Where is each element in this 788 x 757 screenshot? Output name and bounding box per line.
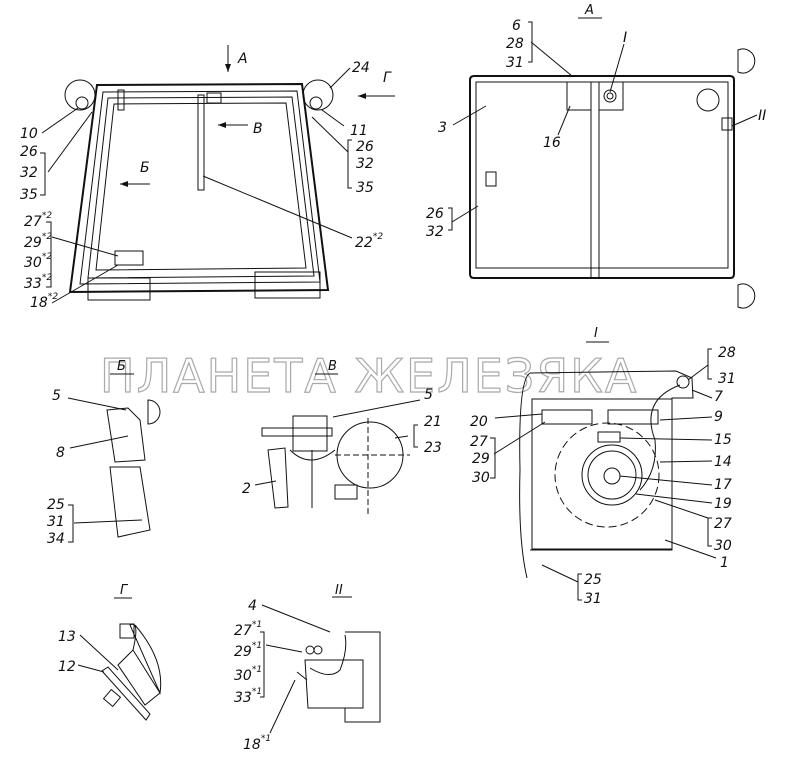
callout: 4 xyxy=(248,598,257,614)
arrow-label-a: А xyxy=(237,51,248,67)
callout: 3 xyxy=(438,120,447,136)
callout: 29 xyxy=(472,451,490,467)
callout: 8 xyxy=(56,445,65,461)
callout: 18*2 xyxy=(30,292,58,311)
arrow-label-g: Г xyxy=(383,70,392,86)
callout: 27 xyxy=(470,434,488,450)
callout: 35 xyxy=(20,187,38,203)
callout: 31 xyxy=(718,371,736,387)
callout: I xyxy=(623,30,627,46)
arrow-label-b: Б xyxy=(140,160,150,176)
view-i-title: I xyxy=(594,326,598,341)
callout: 25 xyxy=(47,497,65,513)
callout: 21 xyxy=(424,414,442,430)
view-i xyxy=(490,341,717,601)
callout: 26 xyxy=(426,206,444,222)
callout: 1 xyxy=(720,555,729,571)
callout: 30*1 xyxy=(234,665,262,684)
view-a xyxy=(448,17,758,309)
callout: 34 xyxy=(47,531,65,547)
view-v-title: В xyxy=(328,359,337,374)
callout: 22*2 xyxy=(355,232,383,251)
callout: 31 xyxy=(47,514,65,530)
callout: 6 xyxy=(512,18,521,34)
callout: 24 xyxy=(352,60,370,76)
callout: 25 xyxy=(584,572,602,588)
view-a-title: А xyxy=(584,3,594,18)
callout: 12 xyxy=(58,659,76,675)
callout: 28 xyxy=(506,36,524,52)
view-ii-title: II xyxy=(335,583,343,598)
callout: 14 xyxy=(714,454,732,470)
callout: II xyxy=(758,108,766,124)
callout: 13 xyxy=(58,629,76,645)
watermark: ПЛАНЕТА ЖЕЛЕЗЯКА xyxy=(100,349,638,403)
view-b-texts: Б 5 8 25 31 34 xyxy=(47,359,126,547)
callout: 30*2 xyxy=(24,252,52,271)
callout: 5 xyxy=(52,388,61,404)
callout: 32 xyxy=(426,224,444,240)
callout: 11 xyxy=(350,123,368,139)
callout: 32 xyxy=(20,165,38,181)
callout: 31 xyxy=(584,591,602,607)
view-a-texts: А 6 28 31 I 3 16 II 26 32 xyxy=(426,3,766,240)
callout: 9 xyxy=(714,409,723,425)
callout: 17 xyxy=(714,477,732,493)
view-v xyxy=(254,373,421,515)
callout: 19 xyxy=(714,496,732,512)
callout: 2 xyxy=(242,481,251,497)
callout: 29*2 xyxy=(24,232,52,251)
view-ii xyxy=(260,596,381,734)
callout: 5 xyxy=(424,387,433,403)
callout: 31 xyxy=(506,55,524,71)
callout: 26 xyxy=(20,144,38,160)
callout: 26 xyxy=(356,139,374,155)
callout: 28 xyxy=(718,345,736,361)
arrow-label-v: В xyxy=(253,121,263,137)
view-b-title: Б xyxy=(117,359,126,374)
callout: 18*1 xyxy=(243,734,271,753)
view-g-texts: Г 13 12 xyxy=(58,583,129,675)
callout: 20 xyxy=(470,414,488,430)
callout: 27*2 xyxy=(24,211,52,230)
callout: 15 xyxy=(714,432,732,448)
view-i-texts: I 28 31 20 27 29 30 7 9 15 14 17 19 27 3… xyxy=(470,326,736,607)
callout: 32 xyxy=(356,156,374,172)
callout: 33*1 xyxy=(234,687,262,706)
callout: 23 xyxy=(424,440,442,456)
callout: 7 xyxy=(714,389,723,405)
callout: 30 xyxy=(472,470,490,486)
view-g-title: Г xyxy=(120,583,129,598)
view-v-texts: В 5 21 23 2 xyxy=(242,359,442,497)
main-view-texts: А Г В Б 24 10 26 32 35 11 26 32 35 22*2 … xyxy=(20,51,392,311)
view-b xyxy=(67,373,161,543)
main-frame-view xyxy=(40,45,395,304)
callout: 10 xyxy=(20,126,38,142)
callout: 27*1 xyxy=(234,620,262,639)
callout: 35 xyxy=(356,180,374,196)
view-g xyxy=(77,597,162,721)
callout: 29*1 xyxy=(234,641,262,660)
callout: 27 xyxy=(714,516,732,532)
callout: 30 xyxy=(714,538,732,554)
view-ii-texts: II 4 27*1 29*1 30*1 33*1 18*1 xyxy=(234,583,343,753)
callout: 16 xyxy=(543,135,561,151)
callout: 33*2 xyxy=(24,273,52,292)
